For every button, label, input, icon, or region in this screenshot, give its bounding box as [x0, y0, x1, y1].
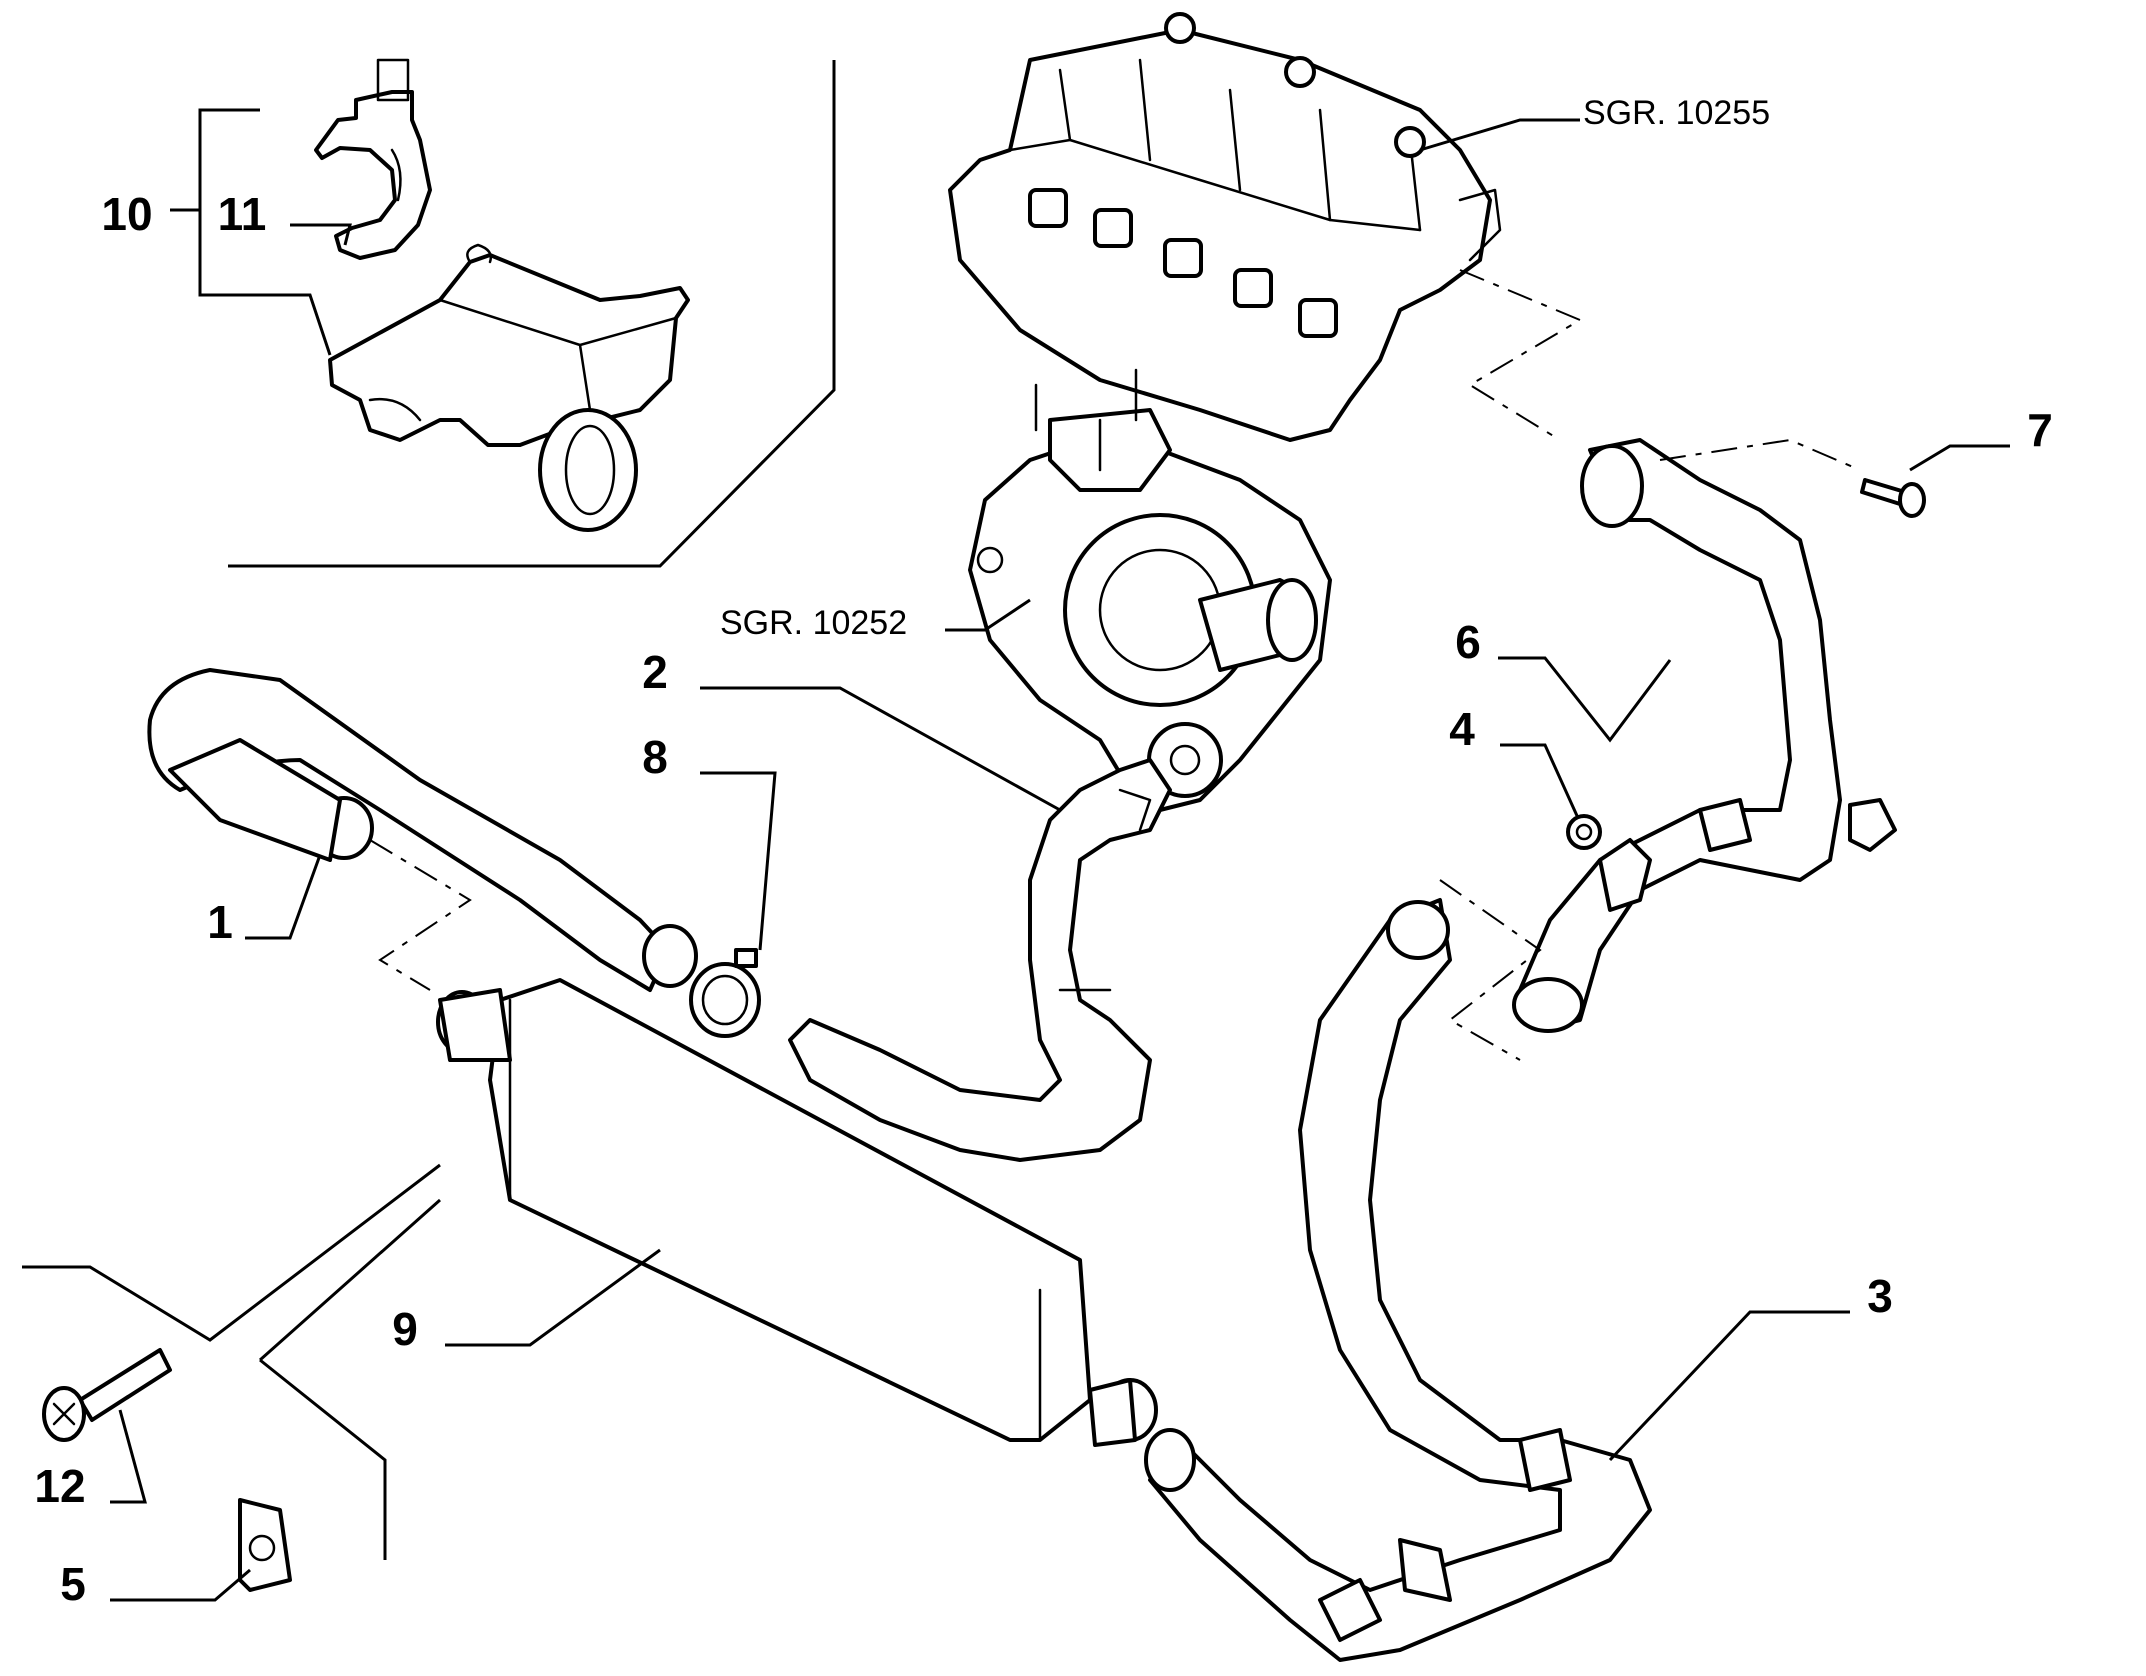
callout-9: 9 [392, 1303, 418, 1355]
callout-3: 3 [1867, 1270, 1893, 1322]
clamp-part-8 [689, 948, 761, 1038]
callout-8: 8 [642, 731, 668, 783]
callout-1: 1 [207, 896, 233, 948]
bracket-part-10 [328, 243, 690, 532]
callout-labels: 1 2 3 4 5 6 7 8 9 10 11 12 SGR. 10255 SG… [34, 94, 2052, 1610]
hose-part-1 [147, 668, 698, 992]
callout-6: 6 [1455, 616, 1481, 668]
pipe-part-2 [788, 758, 1172, 1162]
bolt-part-7 [1860, 478, 1926, 518]
ref-manifold: SGR. 10255 [1583, 94, 1770, 132]
callout-4: 4 [1449, 703, 1475, 755]
pipe-part-6 [1512, 438, 1897, 1033]
alignment-lines [369, 269, 1861, 1061]
callout-2: 2 [642, 646, 668, 698]
callout-10: 10 [101, 188, 152, 240]
inset-frame [228, 60, 836, 568]
callout-5: 5 [60, 1558, 86, 1610]
clip-nut-part-5 [238, 1498, 292, 1592]
clip-part-11 [314, 58, 432, 260]
intake-manifold [948, 12, 1502, 442]
callout-12: 12 [34, 1460, 85, 1512]
leader-lines [22, 108, 2010, 1602]
turbocharger [968, 368, 1332, 812]
callout-7: 7 [2027, 404, 2053, 456]
nut-part-4 [1566, 814, 1602, 850]
ref-turbo: SGR. 10252 [720, 604, 907, 642]
callout-11: 11 [218, 188, 267, 240]
hose-part-3 [1144, 898, 1652, 1662]
screw-part-12 [42, 1348, 172, 1442]
intercooler-part-9 [436, 978, 1158, 1447]
